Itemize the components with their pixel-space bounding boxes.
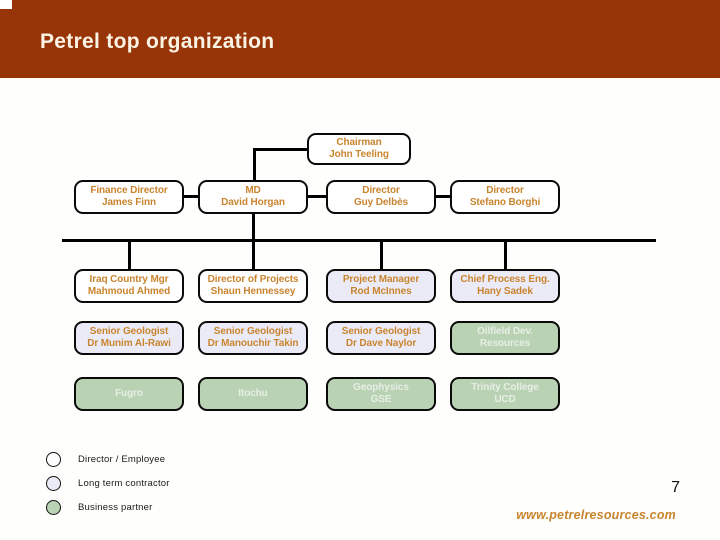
org-box-person: GSE [370,394,392,405]
org-box-title: Chairman [336,137,382,148]
org-box-person: Guy Delbès [353,197,409,208]
connector-director1-director2 [436,195,450,198]
org-box-title: Itochu [238,388,268,399]
connector-md-drop [252,214,255,241]
org-box-title: Finance Director [90,185,168,196]
org-box-title: Iraq Country Mgr [89,274,169,285]
org-box-title: MD [245,185,261,196]
org-box-person: Dr Manouchir Takin [207,338,299,349]
legend-label: Long term contractor [78,477,170,489]
connector-drop-col1 [128,239,131,269]
page-number: 7 [671,479,680,496]
org-box-person: Resources [479,338,531,349]
org-box-title: Director [486,185,524,196]
legend-circle-employee [46,451,61,467]
corner-notch [0,0,12,9]
connector-md-director1 [308,195,326,198]
org-box-oilfield-dev-resources: Oilfield Dev. Resources [450,321,560,355]
org-box-title: Senior Geologist [89,326,169,337]
org-box-iraq-country-mgr: Iraq Country Mgr Mahmoud Ahmed [74,269,184,303]
org-box-person: David Horgan [221,197,285,208]
connector-chairman-elbow-h [253,148,309,151]
org-box-fugro: Fugro [74,377,184,411]
org-box-trinity-ucd: Trinity College UCD [450,377,560,411]
org-box-title: Chief Process Eng. [460,274,550,285]
footer-url: www.petrelresources.com [516,508,676,522]
org-box-title: Project Manager [342,274,420,285]
org-box-geologist-naylor: Senior Geologist Dr Dave Naylor [326,321,436,355]
org-box-person: Shaun Hennessey [210,286,296,297]
org-box-person: Mahmoud Ahmed [87,286,171,297]
org-box-itochu: Itochu [198,377,308,411]
org-box-person: Stefano Borghi [469,197,541,208]
legend-label: Business partner [78,501,153,513]
org-box-title: Oilfield Dev. [477,326,533,337]
page-title: Petrel top organization [40,30,275,53]
connector-drop-col4 [504,239,507,269]
org-box-title: Senior Geologist [213,326,293,337]
slide-header-bar [0,0,720,78]
org-box-geologist-alrawi: Senior Geologist Dr Munim Al-Rawi [74,321,184,355]
org-box-title: Geophysics [353,382,409,393]
org-box-person: Dr Munim Al-Rawi [87,338,171,349]
org-box-person: UCD [494,394,516,405]
legend-circle-contractor [46,475,61,491]
connector-finance-md [184,195,198,198]
org-box-director-delbes: Director Guy Delbès [326,180,436,214]
org-box-md: MD David Horgan [198,180,308,214]
legend-item-partner: Business partner [46,499,153,515]
org-box-chairman: Chairman John Teeling [307,133,411,165]
org-box-person: John Teeling [329,149,389,160]
org-box-project-manager: Project Manager Rod McInnes [326,269,436,303]
legend-circle-partner [46,499,61,515]
org-box-title: Fugro [115,388,143,399]
org-box-person: Dr Dave Naylor [345,338,417,349]
org-box-person: Rod McInnes [350,286,412,297]
connector-chairman-elbow-v [253,148,256,180]
org-box-title: Trinity College [471,382,539,393]
org-box-finance-director: Finance Director James Finn [74,180,184,214]
connector-bus-line [62,239,656,242]
legend-item-employee: Director / Employee [46,451,165,467]
legend-label: Director / Employee [78,453,166,465]
org-box-title: Senior Geologist [341,326,421,337]
org-box-director-borghi: Director Stefano Borghi [450,180,560,214]
connector-drop-col3 [380,239,383,269]
org-box-title: Director [362,185,400,196]
org-box-person: Hany Sadek [477,286,533,297]
org-box-title: Director of Projects [207,274,299,285]
org-box-director-of-projects: Director of Projects Shaun Hennessey [198,269,308,303]
legend-item-contractor: Long term contractor [46,475,170,491]
org-box-person: James Finn [101,197,157,208]
connector-drop-col2 [252,239,255,269]
org-box-chief-process-eng: Chief Process Eng. Hany Sadek [450,269,560,303]
org-box-geologist-takin: Senior Geologist Dr Manouchir Takin [198,321,308,355]
org-box-geophysics-gse: Geophysics GSE [326,377,436,411]
